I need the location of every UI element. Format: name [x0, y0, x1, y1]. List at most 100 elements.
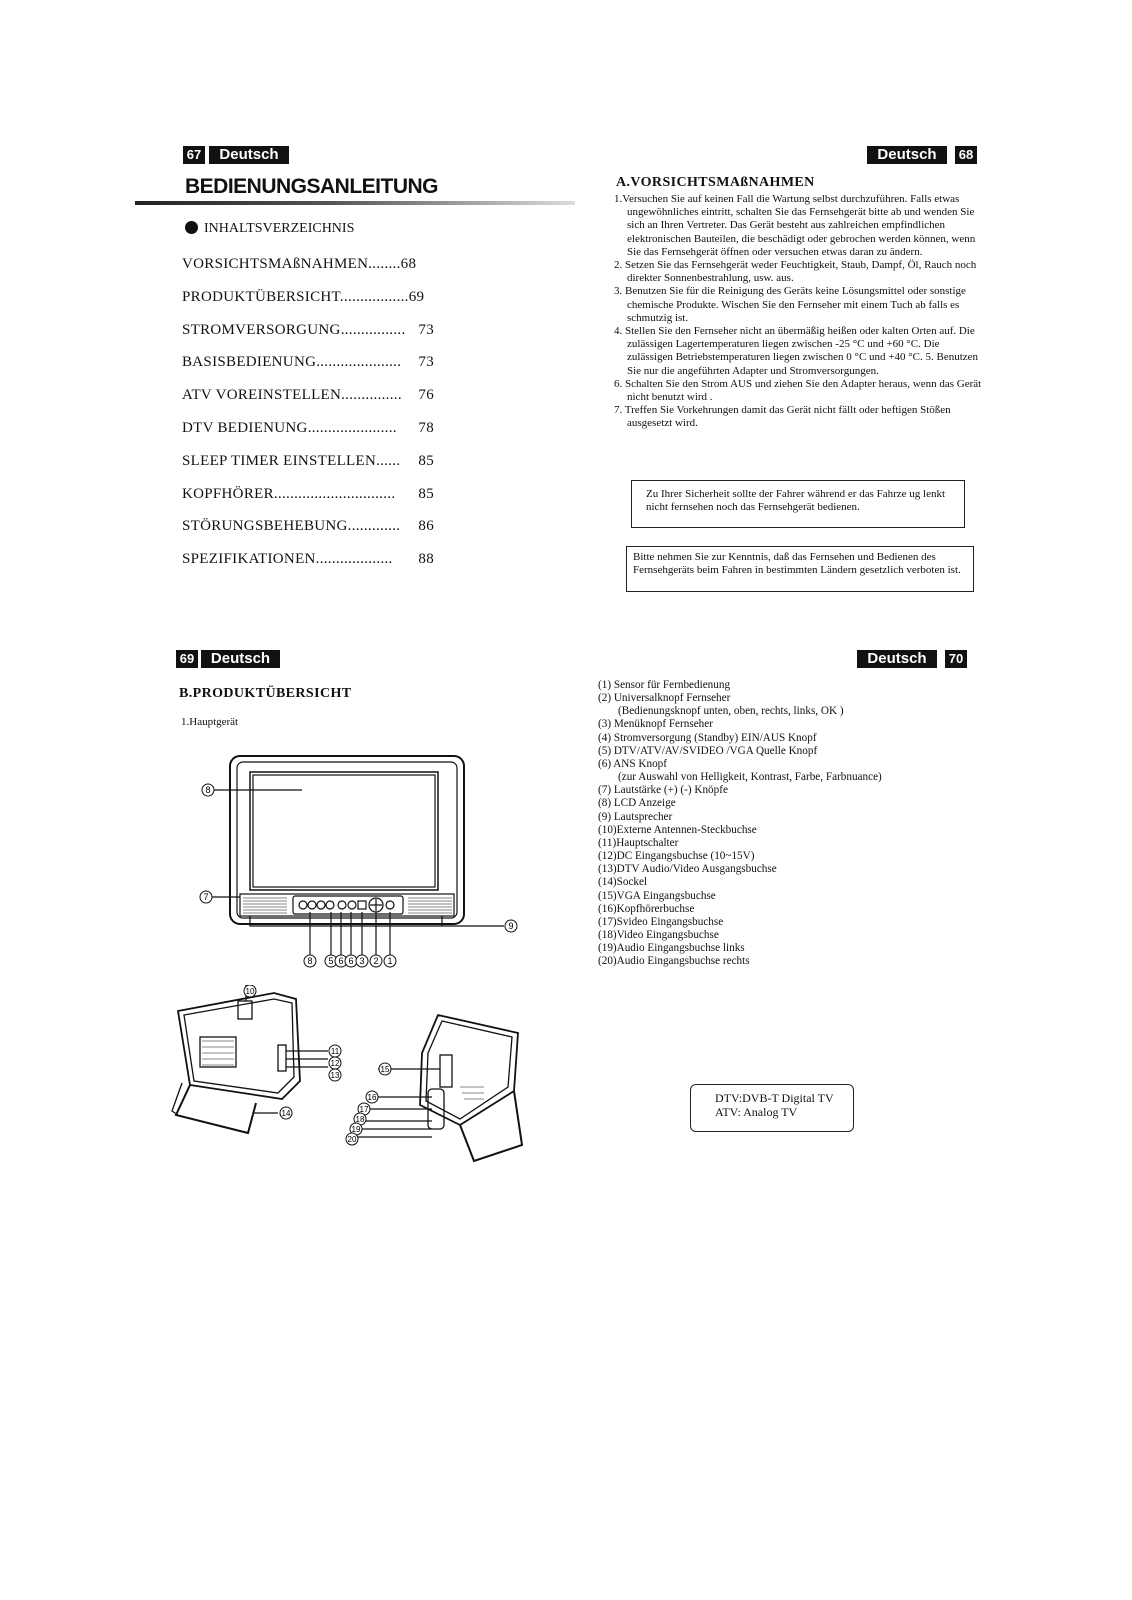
svg-text:2: 2	[373, 956, 378, 966]
part-item: (11)Hauptschalter	[598, 836, 679, 849]
part-item: (3) Menüknopf Fernseher	[598, 718, 713, 731]
parts-list: (1) Sensor für Fernbedienung(2) Universa…	[598, 679, 1018, 968]
toc-item-label: SLEEP TIMER EINSTELLEN......	[182, 452, 401, 469]
part-item: (20)Audio Eingangsbuchse rechts	[598, 955, 750, 968]
svg-text:6: 6	[338, 956, 343, 966]
svg-text:8: 8	[307, 956, 312, 966]
toc-heading: INHALTSVERZEICHNIS	[185, 221, 354, 237]
precautions-title: A.VORSICHTSMAßNAHMEN	[616, 175, 815, 190]
toc-item-label: DTV BEDIENUNG......................	[182, 420, 397, 436]
part-item: (17)Svideo Eingangsbuchse	[598, 915, 724, 928]
part-item: (7) Lautstärke (+) (-) Knöpfe	[598, 784, 728, 797]
part-item: (13)DTV Audio/Video Ausgangsbuchse	[598, 863, 777, 876]
legal-notice-box: Bitte nehmen Sie zur Kenntnis, daß das F…	[626, 546, 974, 592]
part-item: (9) Lautsprecher	[598, 810, 673, 823]
svg-text:10: 10	[246, 987, 255, 996]
part-item: (19)Audio Eingangsbuchse links	[598, 942, 745, 955]
svg-text:17: 17	[360, 1105, 369, 1114]
toc-item-page: 86	[418, 518, 434, 535]
part-item: (15)VGA Eingangsbuchse	[598, 889, 716, 902]
toc-item-page: 85	[418, 485, 434, 502]
part-item: (5) DTV/ATV/AV/SVIDEO /VGA Quelle Knopf	[598, 744, 818, 757]
precautions-list: 1.Versuchen Sie auf keinen Fall die Wart…	[614, 193, 984, 431]
toc-item-label: STÖRUNGSBEHEBUNG.............	[182, 518, 401, 535]
callout-labels: 8 7 9 8 5 6 6 3 2 1	[199, 783, 518, 968]
callout-9: 9	[508, 921, 513, 931]
svg-text:15: 15	[381, 1065, 390, 1074]
toc-item-page: 85	[418, 452, 434, 469]
language-label-67: Deutsch	[209, 146, 289, 164]
language-label-70: Deutsch	[857, 650, 937, 668]
part-item: (6) ANS Knopf	[598, 757, 667, 770]
toc-item-label: STROMVERSORGUNG................	[182, 321, 406, 338]
driver-safety-box: Zu Ihrer Sicherheit sollte der Fahrer wä…	[631, 480, 965, 528]
toc-item: ATV VOREINSTELLEN............... 76	[182, 387, 434, 404]
toc-item-label: VORSICHTSMAßNAHMEN........68	[182, 256, 417, 272]
precaution-item: 4. Stellen Sie den Fernseher nicht an üb…	[614, 325, 979, 377]
toc-item: PRODUKTÜBERSICHT.................69	[182, 289, 434, 306]
toc-item: BASISBEDIENUNG..................... 73	[182, 354, 434, 371]
manual-title: BEDIENUNGSANLEITUNG	[185, 175, 439, 198]
legend-atv: ATV: Analog TV	[715, 1105, 798, 1119]
language-label-68: Deutsch	[867, 146, 947, 164]
toc-heading-text: INHALTSVERZEICHNIS	[204, 221, 355, 236]
svg-text:3: 3	[359, 956, 364, 966]
svg-text:1: 1	[387, 956, 392, 966]
svg-text:18: 18	[356, 1115, 365, 1124]
svg-text:19: 19	[352, 1125, 361, 1134]
toc-item-page: 88	[418, 551, 434, 568]
part-item: (18)Video Eingangsbuchse	[598, 928, 719, 941]
part-item: (14)Sockel	[598, 876, 648, 889]
svg-text:16: 16	[368, 1093, 377, 1102]
page-number-67: 67	[183, 146, 205, 164]
precaution-item: 1.Versuchen Sie auf keinen Fall die Wart…	[614, 193, 976, 258]
bullet-icon	[185, 221, 198, 234]
language-label-69: Deutsch	[201, 650, 280, 668]
svg-text:13: 13	[331, 1071, 340, 1080]
page-number-70: 70	[945, 650, 967, 668]
part-item: (16)Kopfhörerbuchse	[598, 902, 695, 915]
legend-box: DTV:DVB-T Digital TV ATV: Analog TV	[690, 1084, 854, 1132]
callout-8: 8	[205, 785, 210, 795]
product-overview-title: B.PRODUKTÜBERSICHT	[179, 686, 352, 701]
part-item: (zur Auswahl von Helligkeit, Kontrast, F…	[618, 771, 882, 784]
part-item: (4) Stromversorgung (Standby) EIN/AUS Kn…	[598, 731, 817, 744]
toc-item-label: BASISBEDIENUNG.....................	[182, 354, 402, 371]
toc-item: DTV BEDIENUNG...................... 78	[182, 420, 434, 437]
precaution-item: 2. Setzen Sie das Fernsehgerät weder Feu…	[614, 259, 977, 285]
toc-item-page: 76	[418, 387, 434, 404]
toc-item-page: 73	[418, 321, 434, 338]
toc-item: VORSICHTSMAßNAHMEN........68	[182, 256, 434, 273]
part-item: (2) Universalknopf Fernseher	[598, 692, 731, 705]
toc-item-label: PRODUKTÜBERSICHT.................69	[182, 288, 425, 305]
precaution-item: 3. Benutzen Sie für die Reinigung des Ge…	[614, 285, 966, 324]
toc-item-label: ATV VOREINSTELLEN...............	[182, 387, 402, 404]
toc-item: SPEZIFIKATIONEN................... 88	[182, 551, 434, 568]
main-unit-subtitle: 1.Hauptgerät	[181, 716, 239, 728]
tv-front-diagram: 8 7 9 8 5 6 6 3 2 1	[199, 755, 518, 968]
part-item: (1) Sensor für Fernbedienung	[598, 679, 731, 691]
part-item: (10)Externe Antennen-Steckbuchse	[598, 823, 757, 836]
tv-rear-diagram: 10 11 12 13 14 15 16 17 18 19 20	[171, 985, 524, 1163]
toc-item-page: 78	[418, 420, 434, 436]
toc-item-label: SPEZIFIKATIONEN...................	[182, 551, 393, 568]
page-number-69: 69	[176, 650, 198, 668]
callout-7: 7	[203, 892, 208, 902]
toc-item: KOPFHÖRER.............................. 8…	[182, 486, 434, 503]
legend-dtv: DTV:DVB-T Digital TV	[715, 1091, 834, 1105]
toc-item: SLEEP TIMER EINSTELLEN...... 85	[182, 453, 434, 470]
toc-item-label: KOPFHÖRER..............................	[182, 485, 396, 502]
svg-text:6: 6	[348, 956, 353, 966]
part-item: (8) LCD Anzeige	[598, 797, 676, 810]
svg-text:14: 14	[282, 1109, 291, 1118]
toc-item-page: 73	[418, 354, 434, 371]
precaution-item: 7. Treffen Sie Vorkehrungen damit das Ge…	[614, 404, 951, 430]
precaution-item: 6. Schalten Sie den Strom AUS und ziehen…	[614, 377, 982, 404]
svg-text:11: 11	[331, 1047, 340, 1056]
title-rule	[135, 201, 575, 205]
toc-item: STROMVERSORGUNG................ 73	[182, 322, 434, 339]
svg-text:12: 12	[331, 1059, 340, 1068]
svg-text:20: 20	[348, 1135, 357, 1144]
part-item: (Bedienungsknopf unten, oben, rechts, li…	[618, 705, 844, 718]
svg-text:5: 5	[328, 956, 333, 966]
